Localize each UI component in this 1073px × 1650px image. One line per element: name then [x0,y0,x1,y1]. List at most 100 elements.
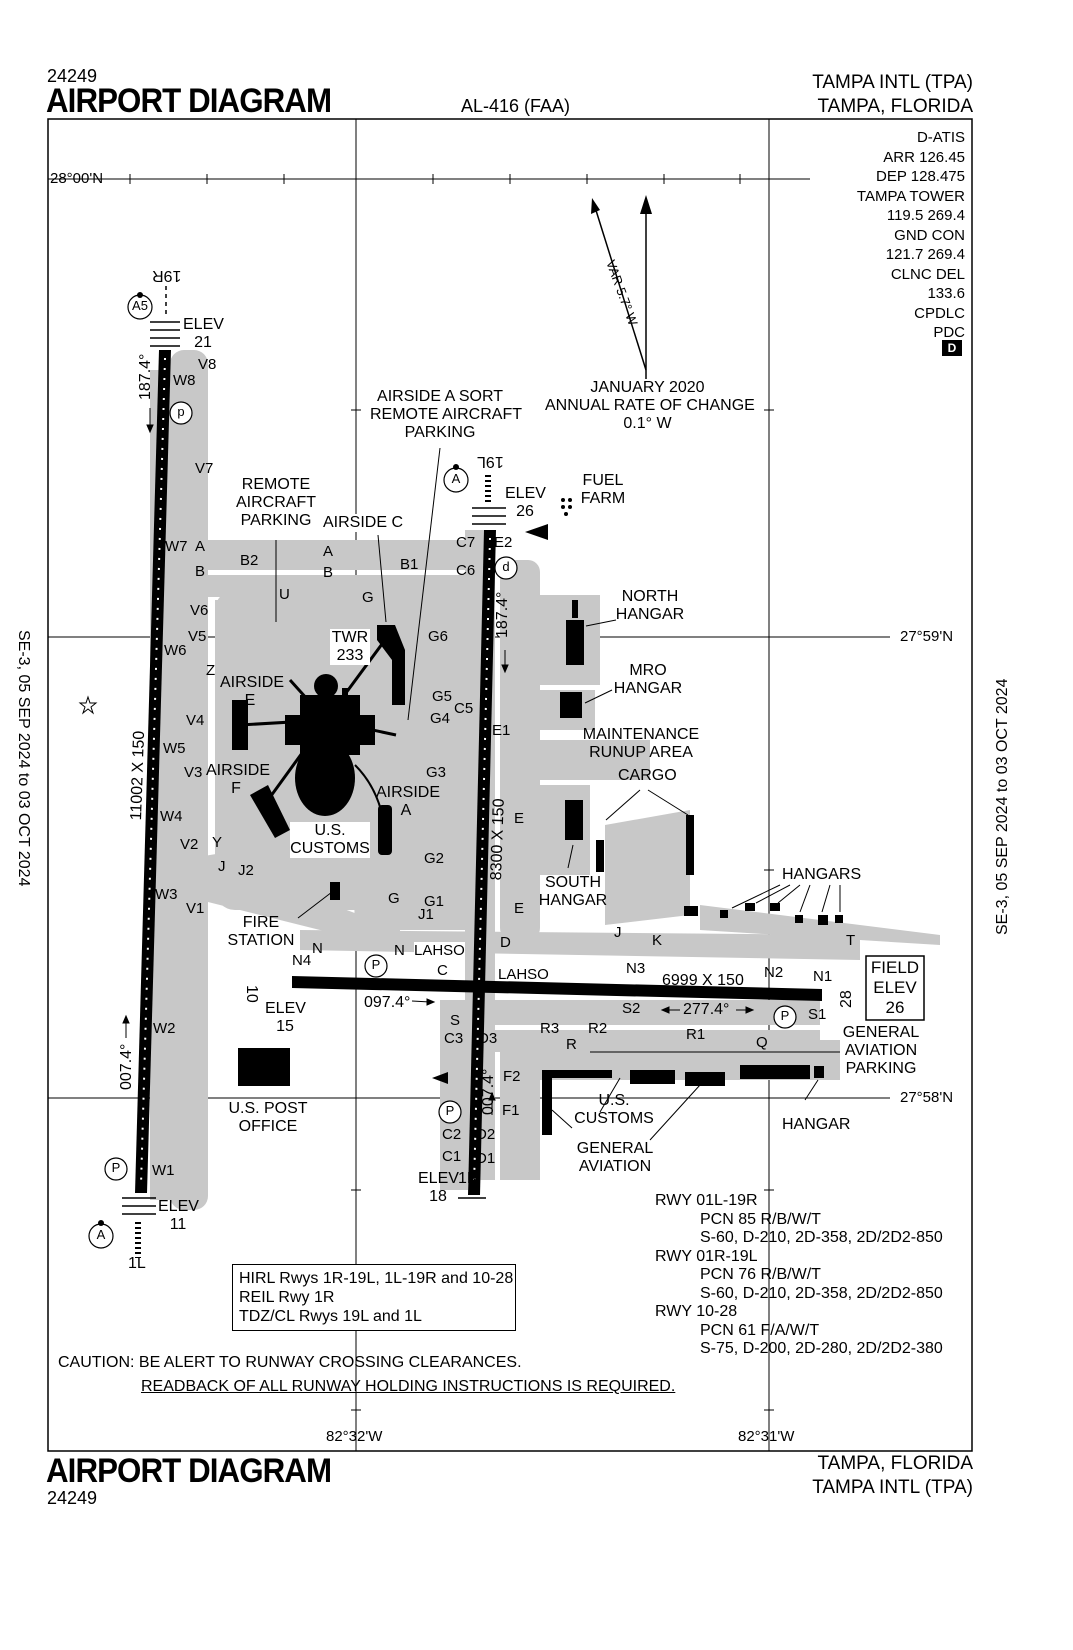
hot-p-icon: p [177,404,185,419]
elev-label: ELEV [183,316,224,333]
caution-line-1: CAUTION: BE ALERT TO RUNWAY CROSSING CLE… [58,1354,522,1371]
taxiway-label: A [195,538,206,555]
taxiway-label: E [514,810,525,827]
field-elev-box [865,955,925,1021]
taxiway-label: R1 [686,1026,706,1043]
taxiway-label: T [846,932,856,949]
taxiway-label: N4 [292,952,312,969]
taxiway-label: K [652,932,663,949]
elev-label: ELEV [505,485,546,502]
runway-1l-label: 1L [128,1255,146,1272]
airport-name-top: TAMPA INTL (TPA) [812,72,973,93]
taxiway-label: F1 [502,1102,520,1119]
taxiway-label: C6 [456,562,476,579]
diagram-title-top: AIRPORT DIAGRAM [46,82,332,120]
taxiway-label: W6 [164,642,187,659]
comm-line: GND CON [894,226,965,244]
label-line: PARKING [845,1060,917,1077]
comm-line: 121.7 269.4 [885,246,965,263]
lighting-line: HIRL Rwys 1R-19L, 1L-19R and 10-28 [239,1270,514,1287]
taxiway-label: C2 [442,1126,462,1143]
taxiway-label: D3 [478,1030,498,1047]
pavement-loads: S-75, D-200, 2D-280, 2D/2D2-380 [700,1340,943,1357]
label-line: AIRSIDE [376,784,441,801]
taxiway-label: W7 [165,538,188,555]
comm-line: D-ATIS [916,129,965,146]
taxiway-label: V8 [198,356,217,373]
taxiway-label: F2 [503,1068,521,1085]
runway-19r-label: 19R [152,267,182,284]
procedure-number-bottom: 24249 [47,1488,98,1508]
label-line: STATION [227,932,295,949]
taxiway-label: N [394,942,405,959]
pavement-loads: S-60, D-210, 2D-358, 2D/2D2-850 [700,1284,943,1302]
taxiway-label: N [312,940,323,957]
parking-p-icon: P [445,1103,455,1118]
runway-heading: 007.4° [118,1043,135,1090]
label-line: GENERAL [842,1024,920,1041]
label-line: A [400,802,412,819]
pavement-loads: S-60, D-210, 2D-358, 2D/2D2-850 [700,1229,943,1246]
taxiway-label: C3 [444,1030,464,1047]
taxiway-label: E2 [494,534,513,551]
procedure-number-top: 24249 [47,66,98,86]
taxiway-label: N1 [813,968,833,985]
comm-line: TAMPA TOWER [856,187,965,205]
elev-label: ELEV [418,1170,459,1187]
pavement-title: RWY 01L-19R [655,1192,758,1209]
comm-line: DEP 128.475 [876,168,965,185]
latitude-top-label: 28°00'N [50,170,104,187]
lahso-label: LAHSO [498,966,549,983]
label-line: FUEL [582,472,624,489]
magvar-note: JANUARY 2020 ANNUAL RATE OF CHANGE 0.1° … [545,379,755,433]
taxiway-label: D1 [476,1150,496,1167]
runway-1r-19l [468,530,496,1195]
grid-ticks [129,174,774,1411]
lighting-line: TDZ/CL Rwys 19L and 1L [239,1308,422,1325]
taxiway-label: V7 [195,460,214,477]
runway-heading: 097.4° [364,994,411,1011]
taxiway-label: R [566,1036,577,1053]
label-line: U.S. [314,822,346,839]
magvar-label: VAR 5.7° W [603,258,641,328]
taxiway-label: V6 [190,602,209,619]
taxiway-label: J [218,858,226,875]
taxiway-label: G1 [424,893,445,910]
label-line: GENERAL [576,1140,654,1157]
label-line: PARKING [404,424,476,441]
runway-heading: 277.4° [683,1001,730,1018]
airside-c-label: AIRSIDE C [323,514,404,532]
taxiway-label: U [279,586,290,603]
label-line: AVIATION [844,1042,918,1059]
longitude-left-label: 82°32'W [326,1428,383,1445]
taxiway-label: S1 [808,1006,827,1023]
elev-value: 18 [429,1188,447,1205]
taxiway-label: B1 [400,556,419,573]
lighting-info-box: HIRL Rwys 1R-19L, 1L-19R and 10-28 REIL … [232,1264,516,1331]
taxiway-label: V5 [188,628,207,645]
taxiway-label: W3 [155,886,178,903]
taxiway-label: D [500,934,511,951]
comm-line: PDC [933,324,965,341]
parking-p-icon: P [111,1160,121,1175]
lighting-line: REIL Rwy 1R [239,1289,335,1306]
field-elev-line: 26 [885,998,905,1017]
parking-p-icon: P [780,1008,790,1023]
taxiway-label: J1 [418,906,434,923]
label-line: CUSTOMS [290,840,370,857]
taxiway-label: R2 [588,1020,608,1037]
hangar-se-label: HANGAR [782,1116,851,1133]
label-line: AIRSIDE [206,762,271,779]
pavement-title: RWY 10-28 [655,1303,738,1320]
runway-heading: 187.4° [494,591,511,638]
